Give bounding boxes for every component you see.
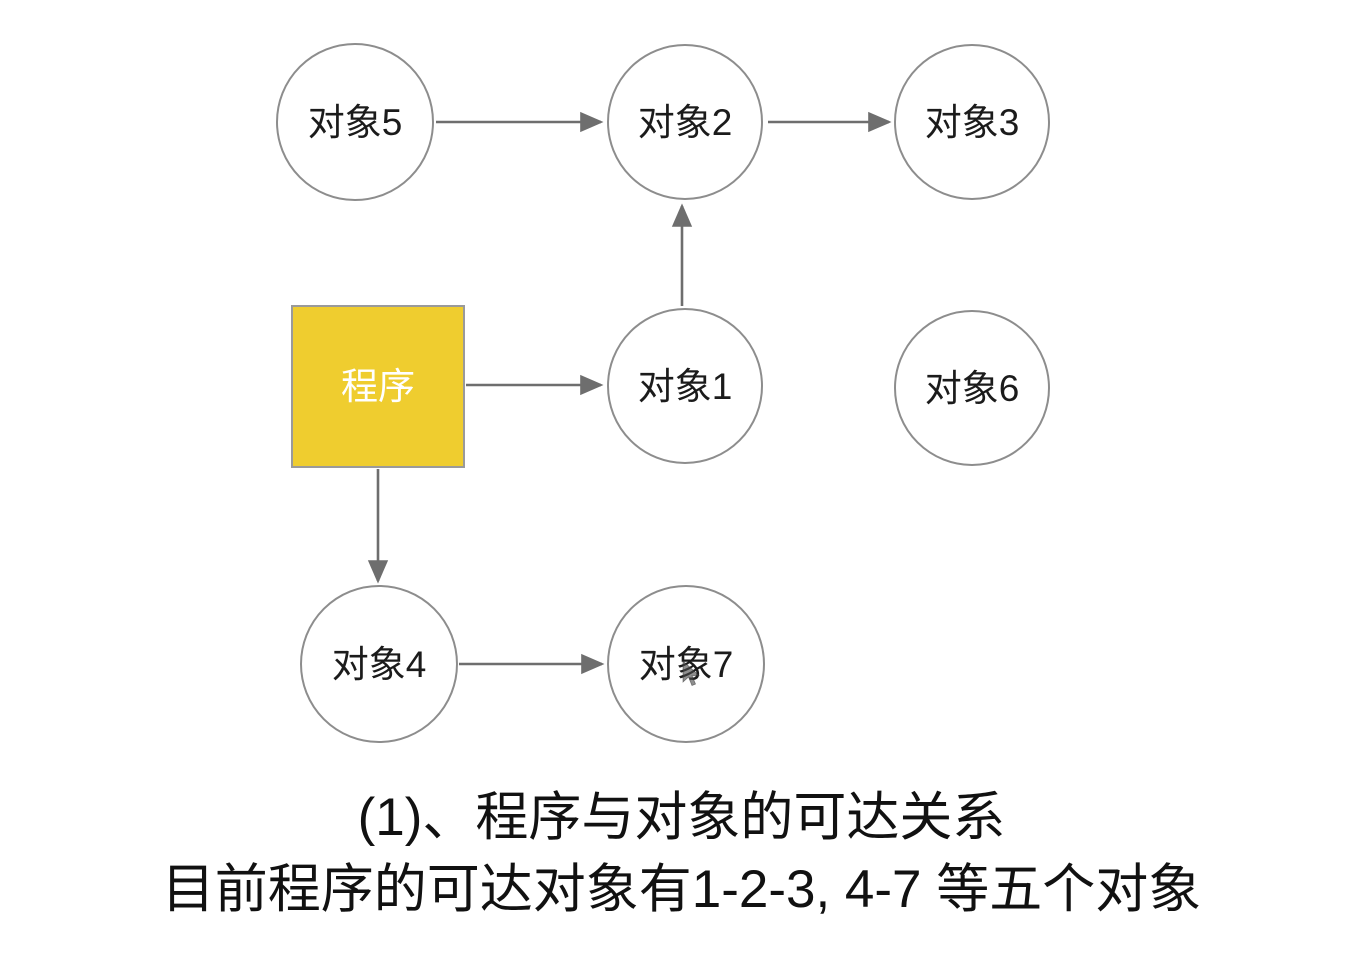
node-program-label: 程序	[341, 366, 415, 407]
node-obj3[interactable]: 对象3	[894, 44, 1050, 200]
node-obj4-label: 对象4	[331, 643, 427, 685]
node-obj7[interactable]: 对象7	[607, 585, 765, 743]
caption-line-2: 目前程序的可达对象有1-2-3, 4-7 等五个对象	[161, 860, 1202, 919]
node-obj1-label: 对象1	[637, 365, 733, 407]
node-obj5[interactable]: 对象5	[276, 43, 434, 201]
node-program[interactable]: 程序	[291, 305, 465, 468]
node-obj4[interactable]: 对象4	[300, 585, 458, 743]
node-obj6-label: 对象6	[924, 367, 1020, 409]
node-obj6[interactable]: 对象6	[894, 310, 1050, 466]
node-obj5-label: 对象5	[307, 101, 403, 143]
node-obj2[interactable]: 对象2	[607, 44, 763, 200]
node-obj1[interactable]: 对象1	[607, 308, 763, 464]
node-obj7-label: 对象7	[638, 643, 734, 685]
node-obj2-label: 对象2	[637, 101, 733, 143]
node-obj3-label: 对象3	[924, 101, 1020, 143]
caption-line-1: (1)、程序与对象的可达关系	[357, 788, 1006, 847]
